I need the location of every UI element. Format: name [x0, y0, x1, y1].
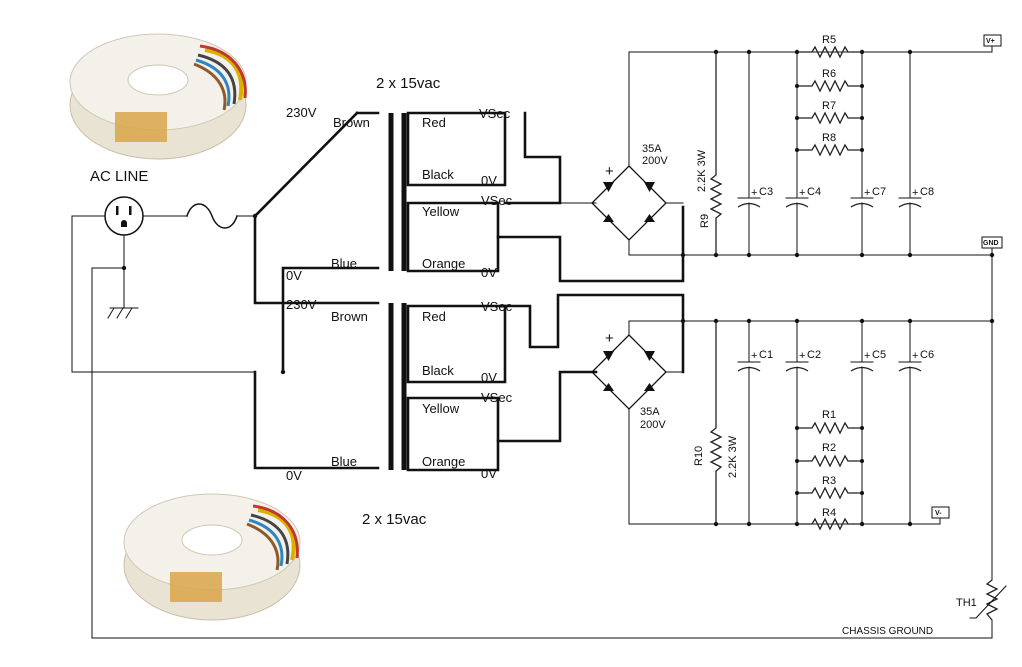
fuse-symbol — [186, 203, 238, 229]
bottom-sec2-wire-a: Yellow — [422, 401, 460, 416]
top-cap-ref-2: C4 — [807, 186, 821, 198]
bottom-rectifier-rating-volts: 200V — [640, 419, 666, 431]
top-secondary-windings — [406, 111, 507, 273]
ac-outlet-symbol — [104, 196, 144, 236]
ac-line-label: AC LINE — [90, 168, 148, 185]
bottom-primary-voltage-high: 230V — [286, 297, 317, 312]
bottom-res-ref-4: R4 — [822, 507, 836, 519]
bottom-sec1-wire-a: Red — [422, 309, 446, 324]
top-bridge-rectifier — [591, 51, 684, 256]
gnd-terminal: GND — [981, 236, 1003, 249]
earth-ground-symbol — [107, 307, 139, 319]
bottom-bleeder-value: 2.2K 3W — [727, 435, 739, 478]
bottom-bleeder-ref: R10 — [693, 446, 705, 466]
bottom-bleeder-resistor — [709, 321, 723, 524]
bottom-capacitors — [737, 320, 922, 525]
bottom-cap-ref-4: C6 — [920, 349, 934, 361]
bottom-sec2-tap-b: 0V — [481, 466, 497, 481]
top-parallel-resistors — [795, 45, 864, 157]
thermistor-symbol — [969, 579, 1007, 621]
top-transformer-core — [388, 113, 407, 271]
top-rectifier-rating-amps: 35A — [642, 143, 662, 155]
thermistor-ref: TH1 — [956, 597, 977, 609]
top-primary-voltage-low: 0V — [286, 268, 302, 283]
bottom-cap-ref-2: C2 — [807, 349, 821, 361]
vminus-terminal: V- — [931, 506, 950, 519]
bottom-rectifier-rating-amps: 35A — [640, 406, 660, 418]
top-cap-ref-3: C7 — [872, 186, 886, 198]
top-secondary-series-wiring — [496, 111, 685, 283]
bottom-res-ref-2: R2 — [822, 442, 836, 454]
bottom-cap-plus-4: + — [912, 350, 918, 362]
bottom-parallel-resistors — [795, 421, 864, 531]
bottom-cap-plus-3: + — [864, 350, 870, 362]
top-sec2-wire-b: Orange — [422, 256, 465, 271]
top-transformer-title: 2 x 15vac — [376, 75, 441, 92]
vplus-terminal: V+ — [983, 34, 1002, 47]
top-rectifier-plus: + — [605, 163, 614, 180]
vminus-terminal-label: V- — [935, 510, 942, 517]
top-cap-plus-2: + — [799, 187, 805, 199]
gnd-terminal-label: GND — [983, 240, 999, 247]
top-cap-plus-1: + — [751, 187, 757, 199]
bottom-cap-ref-3: C5 — [872, 349, 886, 361]
bottom-secondary-windings — [406, 304, 507, 472]
top-bleeder-value: 2.2K 3W — [696, 149, 708, 192]
top-primary-voltage-high: 230V — [286, 105, 317, 120]
top-bleeder-resistor — [709, 52, 723, 255]
top-sec1-wire-a: Red — [422, 115, 446, 130]
bottom-cap-ref-1: C1 — [759, 349, 773, 361]
top-sec1-wire-b: Black — [422, 167, 454, 182]
bottom-sec2-wire-b: Orange — [422, 454, 465, 469]
toroid-transformer-photo-bottom — [123, 493, 301, 621]
bottom-cap-plus-2: + — [799, 350, 805, 362]
top-primary-wire-high: Brown — [333, 115, 370, 130]
top-primary-wire-low: Blue — [331, 256, 357, 271]
top-sec2-tap-b: 0V — [481, 265, 497, 280]
top-res-ref-4: R8 — [822, 132, 836, 144]
ac-wiring-junctions — [121, 213, 286, 375]
bottom-bridge-rectifier — [591, 320, 684, 525]
bottom-primary-voltage-low: 0V — [286, 468, 302, 483]
bottom-sec1-wire-b: Black — [422, 363, 454, 378]
bottom-primary-wire-low: Blue — [331, 454, 357, 469]
top-sec2-wire-a: Yellow — [422, 204, 460, 219]
top-cap-plus-4: + — [912, 187, 918, 199]
top-cap-ref-1: C3 — [759, 186, 773, 198]
top-bleeder-ref: R9 — [699, 214, 711, 228]
top-res-ref-1: R5 — [822, 34, 836, 46]
bottom-transformer-core — [388, 303, 407, 470]
ac-wiring — [71, 111, 993, 639]
top-res-ref-3: R7 — [822, 100, 836, 112]
top-cap-plus-3: + — [864, 187, 870, 199]
bottom-rectifier-plus: + — [605, 330, 614, 347]
vplus-terminal-label: V+ — [986, 38, 995, 45]
toroid-transformer-photo-top — [69, 33, 247, 160]
top-rectifier-rating-volts: 200V — [642, 155, 668, 167]
bottom-res-ref-1: R1 — [822, 409, 836, 421]
chassis-ground-label: CHASSIS GROUND — [842, 626, 933, 637]
top-res-ref-2: R6 — [822, 68, 836, 80]
top-cap-ref-4: C8 — [920, 186, 934, 198]
bottom-cap-plus-1: + — [751, 350, 757, 362]
bottom-res-ref-3: R3 — [822, 475, 836, 487]
power-rails — [628, 45, 993, 581]
bottom-primary-wire-high: Brown — [331, 309, 368, 324]
bottom-transformer-title: 2 x 15vac — [362, 511, 427, 528]
